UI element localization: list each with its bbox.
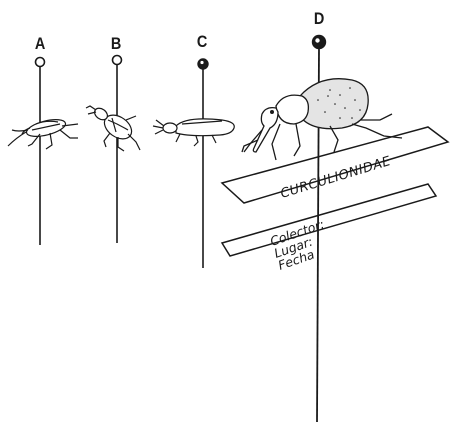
beetle-c-icon (153, 119, 234, 146)
pin-a (36, 58, 45, 246)
beetle-b-icon (86, 106, 140, 151)
pin-c-head (198, 59, 208, 69)
beetle-a-icon (8, 116, 78, 149)
pin-b (113, 56, 122, 244)
pin-a-head (36, 58, 45, 67)
pin-c (198, 59, 208, 268)
pin-b-head (113, 56, 122, 65)
